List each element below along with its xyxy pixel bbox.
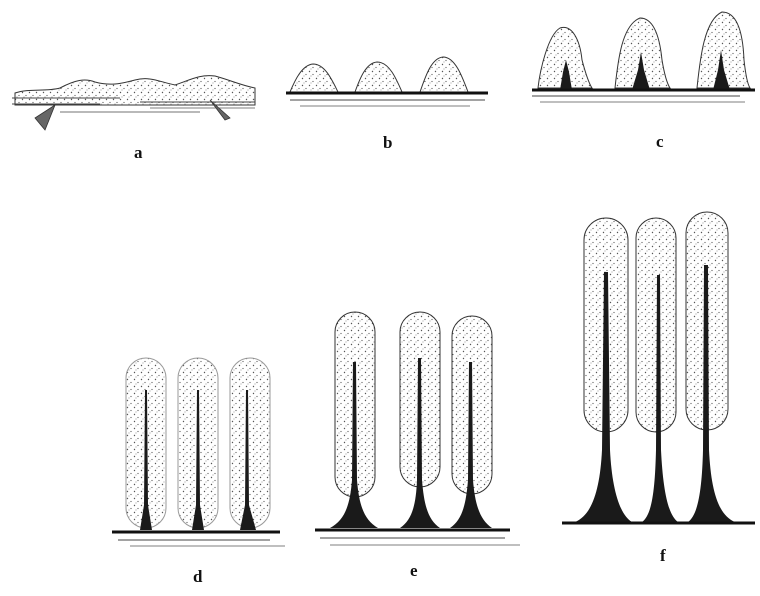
panel-b-drawing xyxy=(286,57,488,106)
panel-label-a: a xyxy=(134,143,143,163)
panel-c-drawing xyxy=(532,12,755,102)
panel-label-b: b xyxy=(383,133,392,153)
panel-label-d: d xyxy=(193,567,202,587)
panel-e-drawing xyxy=(315,312,520,545)
panel-a-drawing xyxy=(12,76,255,130)
panel-label-c: c xyxy=(656,132,664,152)
panel-label-e: e xyxy=(410,561,418,581)
panel-d-drawing xyxy=(112,358,285,546)
panel-label-f: f xyxy=(660,546,666,566)
panel-f-drawing xyxy=(562,212,755,523)
